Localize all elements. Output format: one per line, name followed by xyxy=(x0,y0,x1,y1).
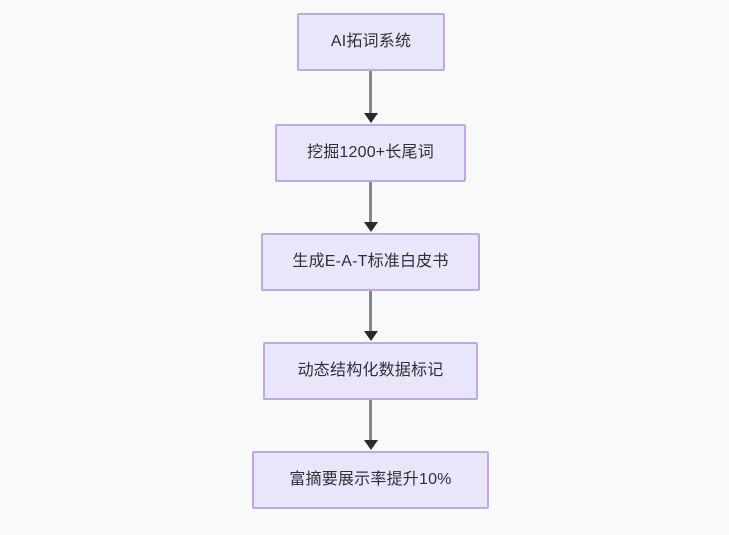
arrowhead-node2 xyxy=(363,113,378,123)
flow-node-label: 生成E-A-T标准白皮书 xyxy=(292,253,449,270)
edge-node4-node5 xyxy=(369,400,372,441)
flow-node-generate-eat-whitepaper[interactable]: 生成E-A-T标准白皮书 xyxy=(261,233,480,291)
arrowhead-node3 xyxy=(363,222,378,232)
flow-node-label: 富摘要展示率提升10% xyxy=(289,471,452,488)
flow-node-dynamic-structured-data[interactable]: 动态结构化数据标记 xyxy=(263,342,478,400)
flow-node-label: 动态结构化数据标记 xyxy=(297,362,444,379)
edge-node2-node3 xyxy=(369,182,372,223)
flow-node-label: AI拓词系统 xyxy=(330,33,412,50)
flow-node-mine-longtail-keywords[interactable]: 挖掘1200+长尾词 xyxy=(275,124,466,182)
edge-node1-node2 xyxy=(369,71,372,114)
edge-node3-node4 xyxy=(369,291,372,332)
arrowhead-node5 xyxy=(363,440,378,450)
flow-node-ai-keyword-system[interactable]: AI拓词系统 xyxy=(297,13,445,71)
arrowhead-node4 xyxy=(363,331,378,341)
flow-node-label: 挖掘1200+长尾词 xyxy=(307,144,434,161)
flow-node-rich-snippet-uplift[interactable]: 富摘要展示率提升10% xyxy=(252,451,489,509)
